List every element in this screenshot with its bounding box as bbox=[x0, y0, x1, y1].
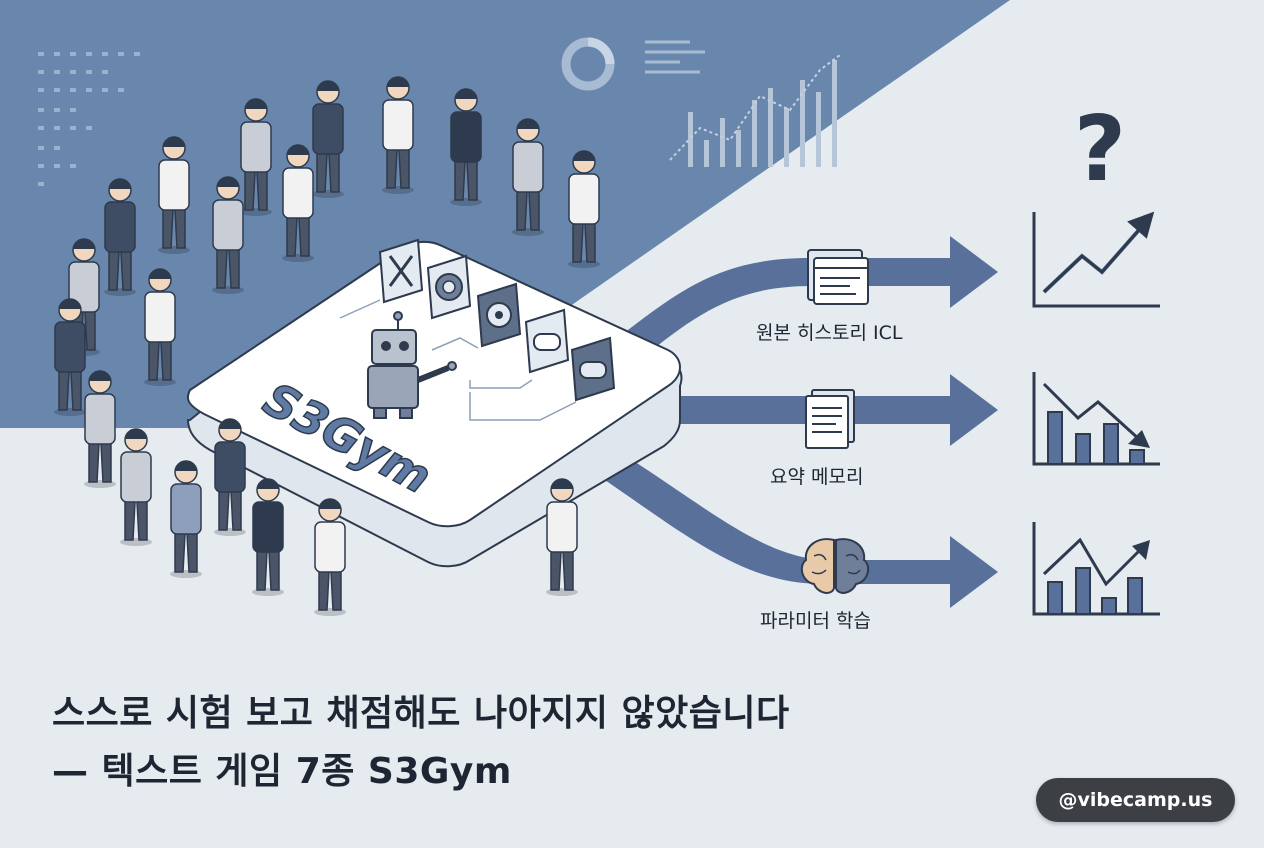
trend-rising-line-icon bbox=[1032, 211, 1160, 308]
person-figure bbox=[104, 178, 136, 296]
flow-label-memory: 요약 메모리 bbox=[770, 466, 864, 488]
person-figure bbox=[214, 418, 246, 536]
trend-fluctuating-bars-icon bbox=[1032, 522, 1160, 616]
browser-window-icon bbox=[807, 249, 869, 305]
person-figure bbox=[568, 150, 600, 268]
decor-background-chart bbox=[669, 54, 841, 167]
question-mark: ? bbox=[1074, 97, 1126, 202]
person-figure bbox=[312, 80, 344, 198]
person-figure bbox=[382, 76, 414, 194]
person-figure bbox=[158, 136, 190, 254]
person-figure bbox=[546, 478, 578, 596]
credit-badge[interactable]: @vibecamp.us bbox=[1036, 778, 1235, 822]
gamepad-icon bbox=[524, 308, 570, 374]
robot-icon bbox=[367, 311, 457, 419]
person-figure bbox=[512, 118, 544, 236]
brain-icon bbox=[800, 538, 870, 594]
person-figure bbox=[144, 268, 176, 386]
person-figure bbox=[252, 478, 284, 596]
person-figure bbox=[450, 88, 482, 206]
decor-text-lines bbox=[645, 40, 705, 74]
game-tiles bbox=[378, 238, 616, 402]
person-figure bbox=[314, 498, 346, 616]
platform-connectors bbox=[339, 299, 577, 421]
person-figure bbox=[84, 370, 116, 488]
person-figure bbox=[170, 460, 202, 578]
controller-icon bbox=[570, 336, 616, 402]
tools-icon bbox=[378, 238, 424, 304]
decor-dot-grid bbox=[38, 52, 140, 186]
people-crowd bbox=[54, 76, 600, 616]
arrow-icl bbox=[615, 236, 998, 360]
person-figure bbox=[240, 98, 272, 216]
person-figure bbox=[282, 144, 314, 262]
document-stack-icon bbox=[805, 389, 855, 449]
wheel-icon bbox=[476, 282, 522, 348]
person-figure bbox=[120, 428, 152, 546]
headline-line-1: 스스로 시험 보고 채점해도 나아지지 않았습니다 bbox=[52, 693, 790, 734]
headline-line-2: — 텍스트 게임 7종 S3Gym bbox=[52, 751, 512, 792]
person-figure bbox=[54, 298, 86, 416]
flow-label-parameter: 파라미터 학습 bbox=[760, 610, 871, 632]
trend-declining-bars-icon bbox=[1032, 372, 1160, 466]
flow-label-icl: 원본 히스토리 ICL bbox=[756, 322, 903, 344]
decor-donut-chart bbox=[561, 37, 615, 91]
arrow-parameter bbox=[590, 440, 998, 608]
target-icon bbox=[426, 254, 472, 320]
person-figure bbox=[212, 176, 244, 294]
